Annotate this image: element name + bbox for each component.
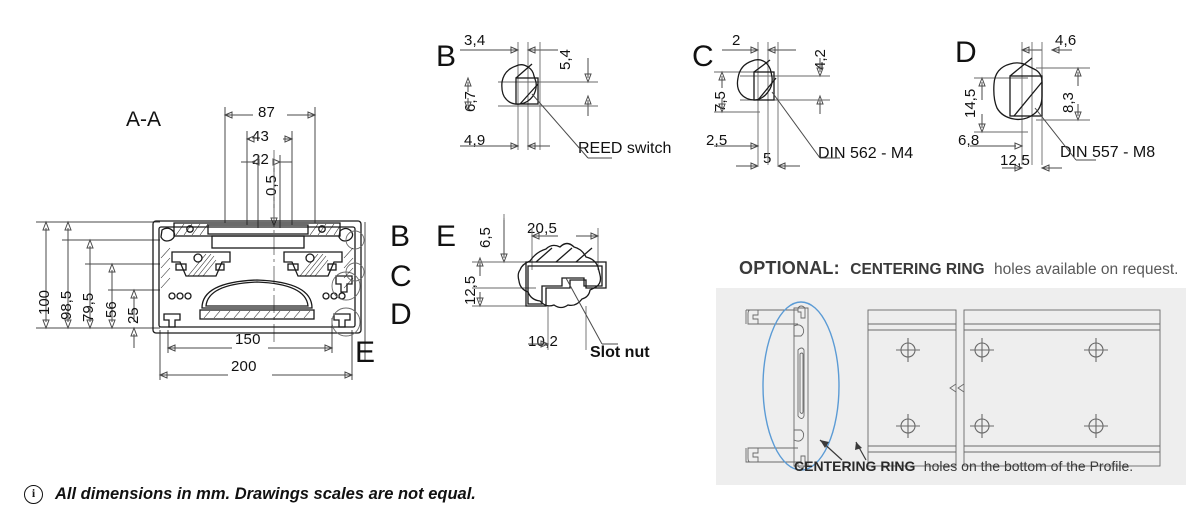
dim-56: 56 [103,301,120,318]
dim-100: 100 [36,289,53,315]
main-cross-section-drawing [152,220,365,337]
detail-c-title: DIN 562 - M4 [818,145,914,162]
callout-letter-e: E [355,336,376,369]
dim-150: 150 [235,331,261,348]
dim-79-5: 79,5 [80,292,97,322]
detail-b-dim-3-4: 3,4 [464,32,486,49]
optional-caption: CENTERING RING holes on the bottom of th… [794,458,1133,476]
detail-d-letter: D [955,36,977,69]
footer-note: i All dimensions in mm. Drawings scales … [24,485,476,504]
detail-b-letter: B [436,40,457,73]
dim-87: 87 [258,104,276,121]
detail-c-dim-2-5: 2,5 [706,132,728,149]
detail-e-title: Slot nut [590,344,650,361]
section-label-aa: A-A [126,108,162,131]
optional-heading-bold: CENTERING RING [850,261,985,278]
optional-heading: OPTIONAL: CENTERING RING holes available… [739,258,1178,279]
optional-heading-rest: holes available on request. [994,261,1179,278]
detail-b-dim-4-9: 4,9 [464,132,486,149]
dim-25: 25 [125,307,142,324]
detail-c-letter: C [692,40,714,73]
centering-ring-highlight [762,301,840,471]
optional-caption-rest: holes on the bottom of the Profile. [923,458,1134,474]
detail-c-dim-2: 2 [732,32,741,49]
detail-e-dim-20-5: 20,5 [527,220,557,237]
detail-c-dim-5: 5 [763,150,772,167]
footer-note-text: All dimensions in mm. Drawings scales ar… [55,485,476,503]
callout-letter-c: C [390,260,412,293]
dim-43: 43 [252,128,270,145]
detail-d-drawing [970,42,1096,172]
detail-e-letter: E [436,220,457,253]
detail-e-drawing [472,214,618,350]
callout-letter-b: B [390,220,411,253]
detail-d-dim-6-8: 6,8 [958,132,980,149]
detail-c-drawing [714,42,840,170]
dim-98-5: 98,5 [58,290,75,320]
callout-letter-d: D [390,298,412,331]
optional-caption-bold: CENTERING RING [794,458,916,474]
optional-panel-drawing [745,301,1161,471]
info-icon: i [24,485,43,504]
detail-d-dim-4-6: 4,6 [1055,32,1077,49]
centering-ring-hole [896,338,1108,438]
optional-heading-strong: OPTIONAL: [739,258,840,278]
main-view-dimension-lines [36,107,366,380]
detail-b-drawing [460,42,612,159]
detail-b-title: REED switch [578,140,672,157]
dim-200: 200 [231,358,257,375]
detail-d-title: DIN 557 - M8 [1060,144,1156,161]
